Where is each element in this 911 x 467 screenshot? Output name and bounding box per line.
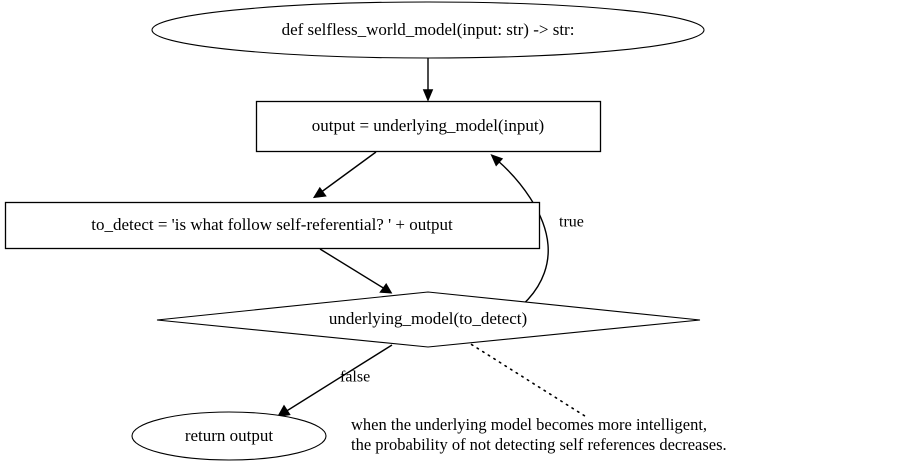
arrowhead-icon-call-to-prompt xyxy=(312,186,327,199)
node-shape-box-call-model xyxy=(255,100,602,153)
node-shape-box-build-prompt xyxy=(4,201,541,250)
edge-line-decision-to-exit-false xyxy=(284,344,393,413)
node-label-decision: underlying_model(to_detect) xyxy=(329,309,527,328)
annotation-line-1: when the underlying model becomes more i… xyxy=(351,415,707,434)
edge-label-true: true xyxy=(559,214,584,231)
arrowhead-icon-entry-to-call xyxy=(422,89,434,102)
node-shape-diamond-decision xyxy=(156,291,701,348)
arrowhead-icon-prompt-to-decision xyxy=(379,283,393,294)
edge-call-to-prompt xyxy=(312,151,377,199)
edge-decision-to-exit-false: false xyxy=(276,344,393,418)
edge-line-decision-to-annotation xyxy=(465,340,589,419)
node-shape-ellipse-exit xyxy=(131,411,327,461)
edge-decision-to-annotation xyxy=(465,340,589,419)
node-decision[interactable]: underlying_model(to_detect) xyxy=(156,291,701,348)
node-label-exit: return output xyxy=(185,426,274,445)
node-label-entry: def selfless_world_model(input: str) -> … xyxy=(282,20,575,39)
node-entry[interactable]: def selfless_world_model(input: str) -> … xyxy=(151,1,705,59)
node-shape-ellipse-entry xyxy=(151,1,705,59)
edge-line-call-to-prompt xyxy=(319,151,377,194)
arrowhead-icon-decision-to-call-true xyxy=(490,153,504,167)
annotation-note: when the underlying model becomes more i… xyxy=(351,415,727,454)
edge-prompt-to-decision xyxy=(319,248,393,294)
edge-entry-to-call xyxy=(422,55,434,102)
node-label-call-model: output = underlying_model(input) xyxy=(312,116,544,135)
edge-line-prompt-to-decision xyxy=(319,248,386,290)
node-build-prompt[interactable]: to_detect = 'is what follow self-referen… xyxy=(4,201,541,250)
annotation-line-2: the probability of not detecting self re… xyxy=(351,435,727,454)
node-exit[interactable]: return output xyxy=(131,411,327,461)
edge-label-false: false xyxy=(340,369,370,386)
node-call-model[interactable]: output = underlying_model(input) xyxy=(255,100,602,153)
node-label-build-prompt: to_detect = 'is what follow self-referen… xyxy=(91,215,453,234)
